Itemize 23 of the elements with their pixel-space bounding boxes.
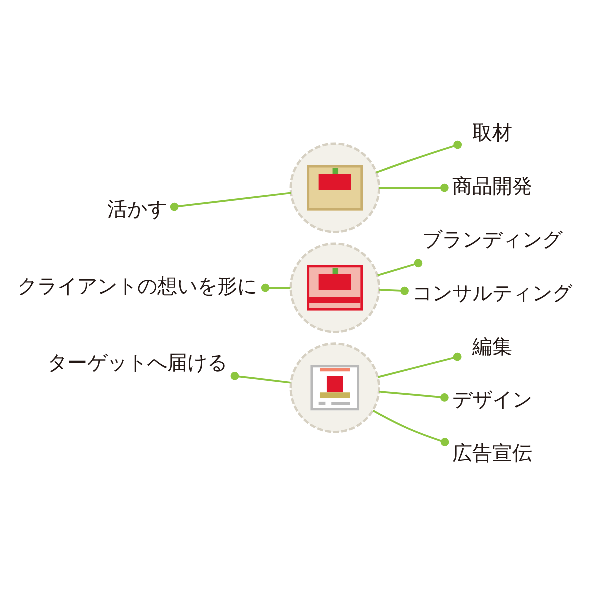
connector — [380, 184, 449, 192]
node-picture — [290, 242, 380, 334]
node-text: 活かす — [107, 198, 168, 222]
node-text: ブランディング — [422, 228, 563, 252]
node-text: ターゲットへ届ける — [47, 352, 228, 375]
connector — [376, 140, 462, 174]
node-text: クライアントの想いを形に — [17, 274, 258, 298]
connector — [170, 192, 292, 212]
connector — [378, 259, 423, 276]
connector — [261, 284, 291, 292]
node-text: 取材 — [472, 121, 513, 144]
connector — [378, 352, 462, 378]
node-text: 編集 — [472, 335, 513, 358]
node-text: デザイン — [452, 388, 533, 412]
node-picture — [290, 342, 380, 434]
connector — [379, 390, 449, 402]
connector — [379, 286, 409, 296]
node-text: 広告宣伝 — [452, 442, 533, 466]
connector — [372, 410, 450, 446]
node-picture — [290, 142, 380, 234]
node-text: コンサルティング — [412, 282, 573, 305]
connector — [230, 372, 291, 384]
node-text: 商品開発 — [452, 174, 533, 198]
